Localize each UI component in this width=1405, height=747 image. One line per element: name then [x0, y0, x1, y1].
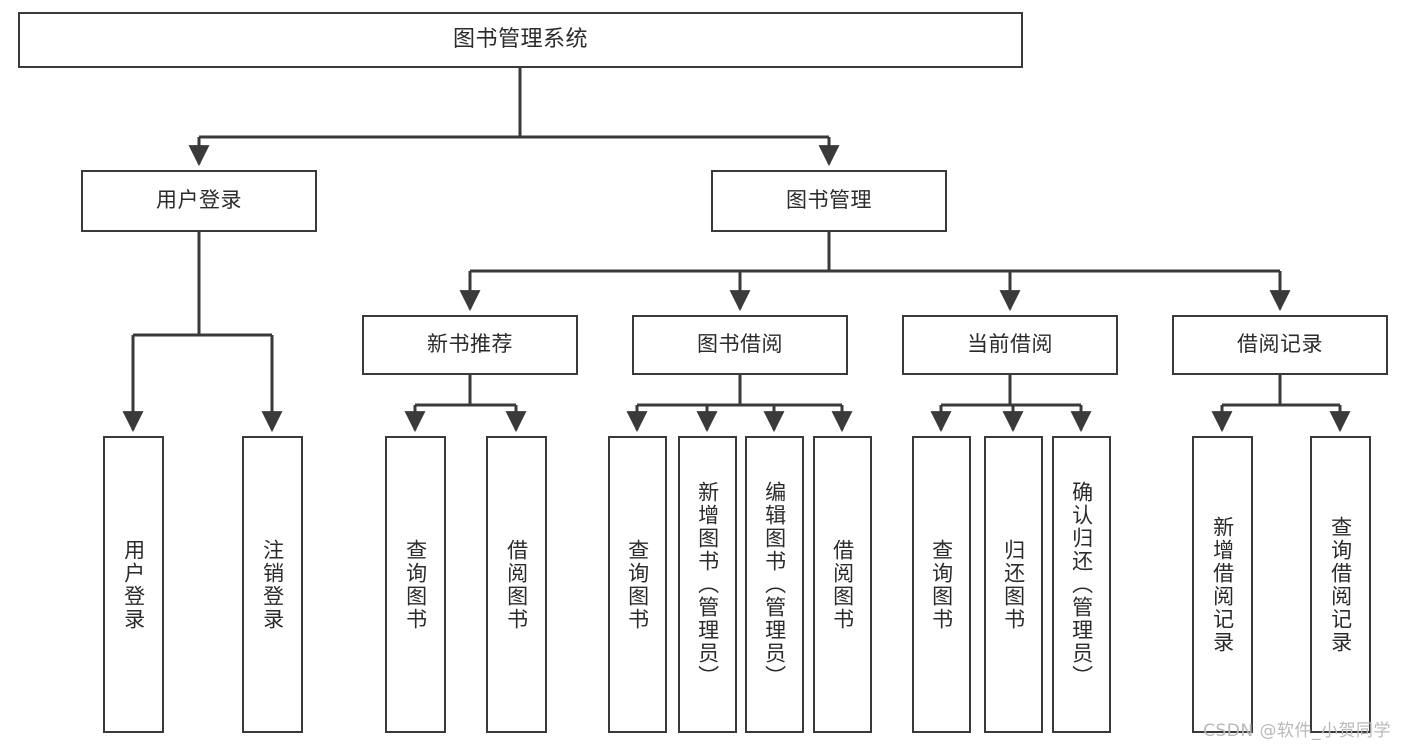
node-leaf-query-book-3-label: 查询图书: [929, 538, 954, 631]
node-leaf-edit-book-admin[interactable]: 编辑图书（管理员）: [745, 436, 804, 733]
node-leaf-query-book-2[interactable]: 查询图书: [608, 436, 667, 733]
node-root[interactable]: 图书管理系统: [18, 12, 1023, 68]
node-leaf-query-book-3[interactable]: 查询图书: [912, 436, 971, 733]
node-leaf-borrow-book-1-label: 借阅图书: [504, 538, 529, 631]
node-root-label: 图书管理系统: [452, 26, 588, 52]
node-current-borrow[interactable]: 当前借阅: [902, 315, 1118, 375]
node-user-login-label: 用户登录: [156, 188, 242, 213]
node-leaf-query-borrow-record[interactable]: 查询借阅记录: [1310, 436, 1371, 733]
node-leaf-user-logout-label: 注销登录: [260, 538, 285, 631]
node-leaf-user-login[interactable]: 用户登录: [103, 436, 164, 733]
node-book-borrow-label: 图书借阅: [697, 332, 783, 357]
node-user-login[interactable]: 用户登录: [81, 170, 317, 232]
node-leaf-confirm-return-admin-label: 确认归还（管理员）: [1069, 481, 1094, 688]
node-leaf-return-book[interactable]: 归还图书: [984, 436, 1043, 733]
node-new-book-recommend[interactable]: 新书推荐: [362, 315, 578, 375]
node-borrow-record[interactable]: 借阅记录: [1172, 315, 1388, 375]
node-leaf-user-login-label: 用户登录: [121, 538, 146, 631]
node-leaf-borrow-book-2[interactable]: 借阅图书: [813, 436, 872, 733]
node-leaf-borrow-book-1[interactable]: 借阅图书: [486, 436, 547, 733]
node-book-management-label: 图书管理: [786, 188, 872, 213]
node-leaf-user-logout[interactable]: 注销登录: [242, 436, 303, 733]
node-leaf-query-book-2-label: 查询图书: [625, 538, 650, 631]
node-leaf-query-borrow-record-label: 查询借阅记录: [1328, 515, 1353, 654]
node-current-borrow-label: 当前借阅: [967, 332, 1053, 357]
node-leaf-return-book-label: 归还图书: [1001, 538, 1026, 631]
node-leaf-add-book-admin[interactable]: 新增图书（管理员）: [678, 436, 737, 733]
node-leaf-edit-book-admin-label: 编辑图书（管理员）: [762, 481, 787, 688]
node-leaf-query-book-1-label: 查询图书: [403, 538, 428, 631]
node-leaf-borrow-book-2-label: 借阅图书: [830, 538, 855, 631]
node-leaf-add-borrow-record-label: 新增借阅记录: [1210, 515, 1235, 654]
node-leaf-confirm-return-admin[interactable]: 确认归还（管理员）: [1052, 436, 1111, 733]
node-borrow-record-label: 借阅记录: [1237, 332, 1323, 357]
node-leaf-add-borrow-record[interactable]: 新增借阅记录: [1192, 436, 1253, 733]
node-new-book-recommend-label: 新书推荐: [427, 332, 513, 357]
node-leaf-query-book-1[interactable]: 查询图书: [385, 436, 446, 733]
node-book-borrow[interactable]: 图书借阅: [632, 315, 848, 375]
node-leaf-add-book-admin-label: 新增图书（管理员）: [695, 481, 720, 688]
node-book-management[interactable]: 图书管理: [711, 170, 947, 232]
